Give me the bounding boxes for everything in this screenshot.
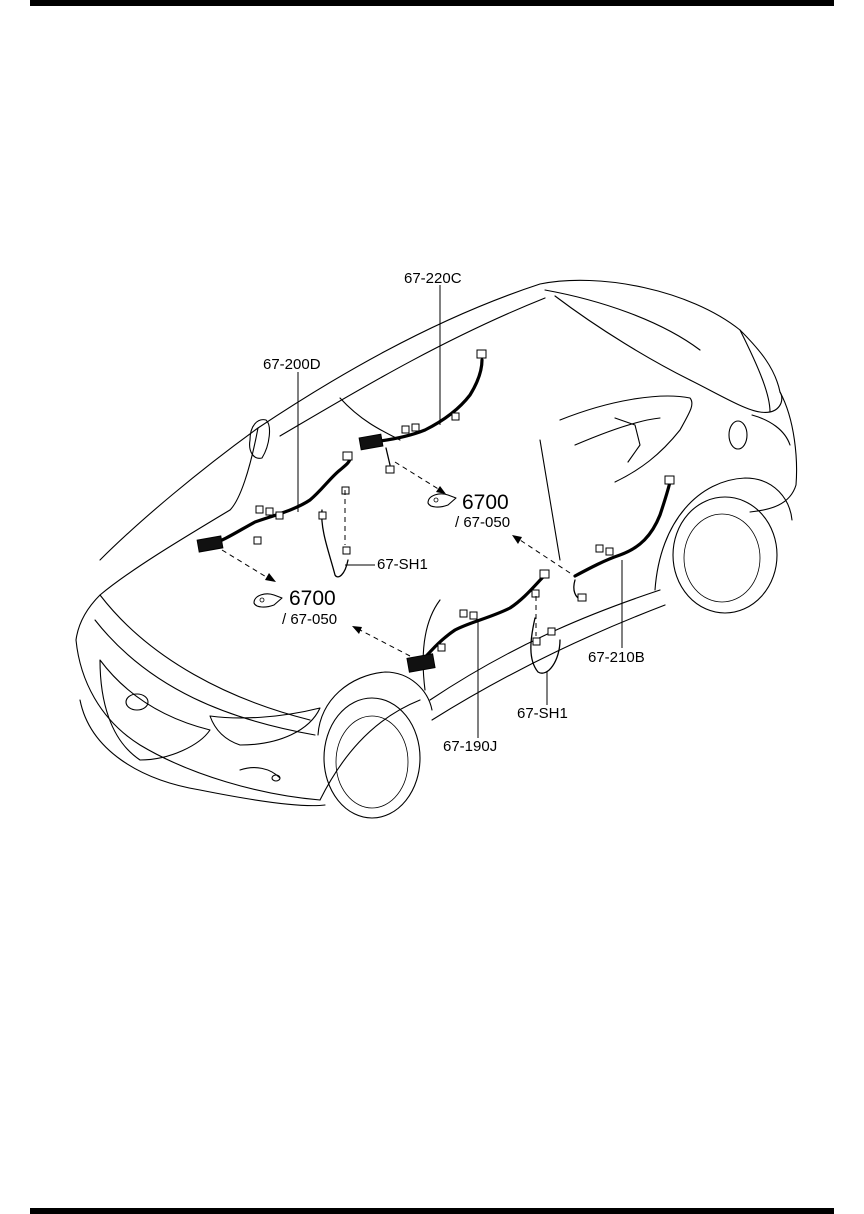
part-label-67-210b: 67-210B [588, 649, 645, 666]
reference-arrows [221, 461, 571, 657]
part-label-67-200d: 67-200D [263, 356, 321, 373]
harness-67-220c [358, 349, 487, 474]
reference-code-upper: 6700 [462, 491, 509, 514]
part-label-67-sh1-left: 67-SH1 [377, 556, 428, 573]
bottom-border-bar [30, 1208, 834, 1214]
reference-block-upper: 6700 / 67-050 [427, 491, 510, 531]
harness-67-210b [573, 475, 675, 602]
reference-icon [253, 593, 283, 608]
reference-icon [427, 493, 457, 508]
harness-67-200d [196, 451, 353, 578]
part-label-67-sh1-right: 67-SH1 [517, 705, 568, 722]
reference-sub-lower: / 67-050 [282, 611, 337, 628]
leader-lines [297, 285, 623, 738]
reference-code-lower: 6700 [289, 587, 336, 610]
top-border-bar [30, 0, 834, 6]
part-label-67-190j: 67-190J [443, 738, 497, 755]
reference-sub-upper: / 67-050 [455, 514, 510, 531]
reference-block-lower: 6700 / 67-050 [253, 587, 337, 628]
car-body-outline [75, 279, 798, 819]
harness-67-190j [406, 569, 561, 674]
part-label-67-220c: 67-220C [404, 270, 462, 287]
